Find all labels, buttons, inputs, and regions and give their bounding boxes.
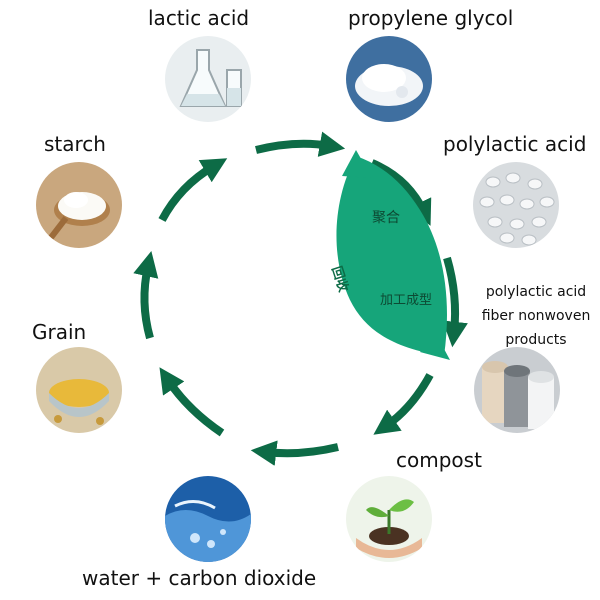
recycle-text: 回收 xyxy=(328,264,352,295)
forming-text: 加工成型 xyxy=(380,293,432,308)
starch-image xyxy=(36,162,122,248)
propylene-glycol-label: propylene glycol xyxy=(348,6,514,30)
grain-bowl-icon xyxy=(36,347,122,433)
propylene-glycol-image xyxy=(346,36,432,122)
inner-leaf-shape xyxy=(336,156,447,356)
inner-arrowhead-bottom xyxy=(420,334,450,360)
starch-label: starch xyxy=(44,132,106,156)
seedling-in-hands-icon xyxy=(346,476,432,562)
polylactic-acid-image xyxy=(473,162,559,248)
compost-label: compost xyxy=(396,448,482,472)
inner-arrowhead-top xyxy=(342,150,372,178)
water-co2-image xyxy=(165,476,251,562)
starch-spoon-icon xyxy=(36,162,122,248)
fiber-products-image xyxy=(474,347,560,433)
arrow-lactic-to-propylene xyxy=(255,131,346,157)
pellets-icon xyxy=(473,162,559,248)
arrow-fiber-to-compost xyxy=(373,373,434,435)
polylactic-acid-label: polylactic acid xyxy=(443,132,587,156)
arrow-grain-to-starch xyxy=(133,251,159,340)
compost-image xyxy=(346,476,432,562)
grain-label: Grain xyxy=(32,320,87,344)
water-co2-label: water + carbon dioxide xyxy=(82,566,317,590)
lactic-acid-image xyxy=(165,36,251,122)
arrow-compost-to-water xyxy=(250,440,339,466)
arrow-starch-to-lactic xyxy=(158,158,228,222)
flask-icon xyxy=(165,36,251,122)
fiber-products-label: polylactic acid fiber nonwoven products xyxy=(481,284,591,348)
fabric-rolls-icon xyxy=(474,347,560,433)
lactic-acid-label: lactic acid xyxy=(148,6,250,30)
arrow-water-to-grain xyxy=(159,367,225,437)
arrow-pla-to-fiber xyxy=(442,256,468,348)
polymerization-text: 聚合 xyxy=(372,210,400,226)
grain-image xyxy=(36,347,122,433)
arrow-propylene-to-pla xyxy=(370,159,432,226)
water-splash-icon xyxy=(165,476,251,562)
powder-pile-icon xyxy=(346,36,432,122)
